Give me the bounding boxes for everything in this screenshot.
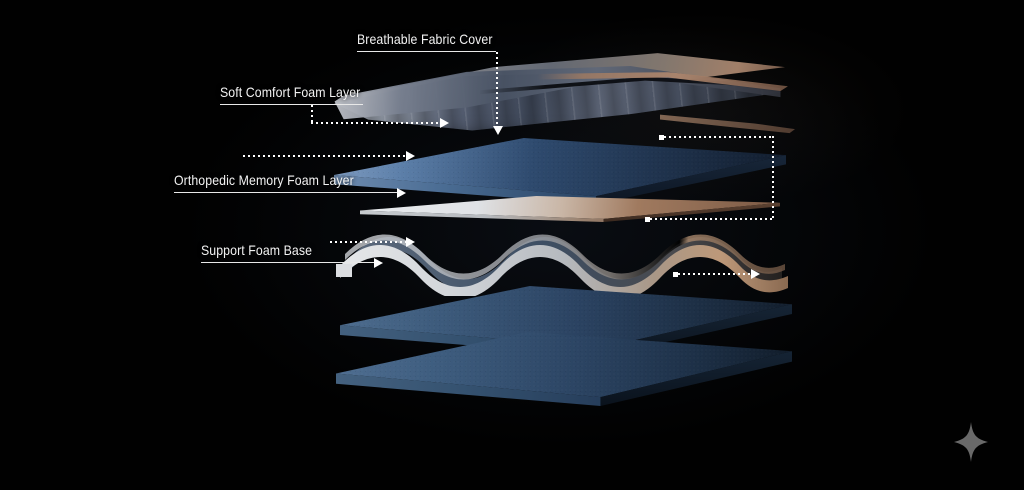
callout-underline-soft-comfort-foam-layer <box>220 104 363 105</box>
sheet-front-edge <box>360 210 604 222</box>
leader-arrow-soft-comfort-foam-layer <box>440 118 449 128</box>
bracket-vertical-run <box>772 136 774 220</box>
leader-arrow-memory-foam-top <box>406 151 415 161</box>
leader-vertical-soft-comfort-foam-layer <box>311 105 313 123</box>
callout-underline-breathable-fabric-cover <box>357 51 496 52</box>
wavy-dimension-marker <box>673 272 678 277</box>
bracket-marker-top <box>659 135 664 140</box>
leader-arrow-breathable-fabric-cover <box>493 126 503 135</box>
layer-quilted-cover <box>330 52 795 140</box>
leader-horizontal-soft-comfort-foam-layer <box>311 122 441 124</box>
wavy-top-highlight <box>345 234 785 280</box>
callout-label-soft-comfort-foam-layer: Soft Comfort Foam Layer <box>220 84 361 100</box>
cover-tan-rail <box>660 114 795 134</box>
bracket-top-run <box>664 136 774 138</box>
layer-wavy-support-foam <box>336 234 788 296</box>
callout-breathable-fabric-cover: Breathable Fabric Cover <box>357 31 511 52</box>
leader-arrow-support-foam-base <box>374 258 383 268</box>
callout-label-support-foam-base: Support Foam Base <box>201 242 313 258</box>
callout-label-orthopedic-memory-foam-layer: Orthopedic Memory Foam Layer <box>174 172 354 188</box>
four-pointed-star-icon <box>954 422 988 462</box>
leader-arrow-orthopedic-memory-foam-layer <box>397 188 406 198</box>
wavy-dimension-arrow <box>751 269 760 279</box>
callout-underline-support-foam-base <box>201 262 379 263</box>
leader-vertical-breathable-fabric-cover <box>496 52 498 130</box>
bracket-marker-bottom <box>645 217 650 222</box>
callout-soft-comfort-foam-layer: Soft Comfort Foam Layer <box>220 84 379 105</box>
wavy-front-row <box>340 245 788 296</box>
wavy-left-tail <box>336 264 352 277</box>
leader-horizontal-memory-foam-top <box>243 155 408 157</box>
leader-arrow-support-foam-top <box>406 237 415 247</box>
layer-base-foam-slab <box>336 332 792 406</box>
wavy-dimension-run <box>678 273 752 275</box>
callout-underline-orthopedic-memory-foam-layer <box>174 192 402 193</box>
wavy-back-row <box>350 237 782 291</box>
leader-horizontal-support-foam-top <box>330 241 408 243</box>
bracket-bottom-run <box>650 218 774 220</box>
callout-orthopedic-memory-foam-layer: Orthopedic Memory Foam Layer <box>174 172 402 193</box>
callout-support-foam-base: Support Foam Base <box>201 242 379 263</box>
callout-label-breathable-fabric-cover: Breathable Fabric Cover <box>357 31 493 47</box>
